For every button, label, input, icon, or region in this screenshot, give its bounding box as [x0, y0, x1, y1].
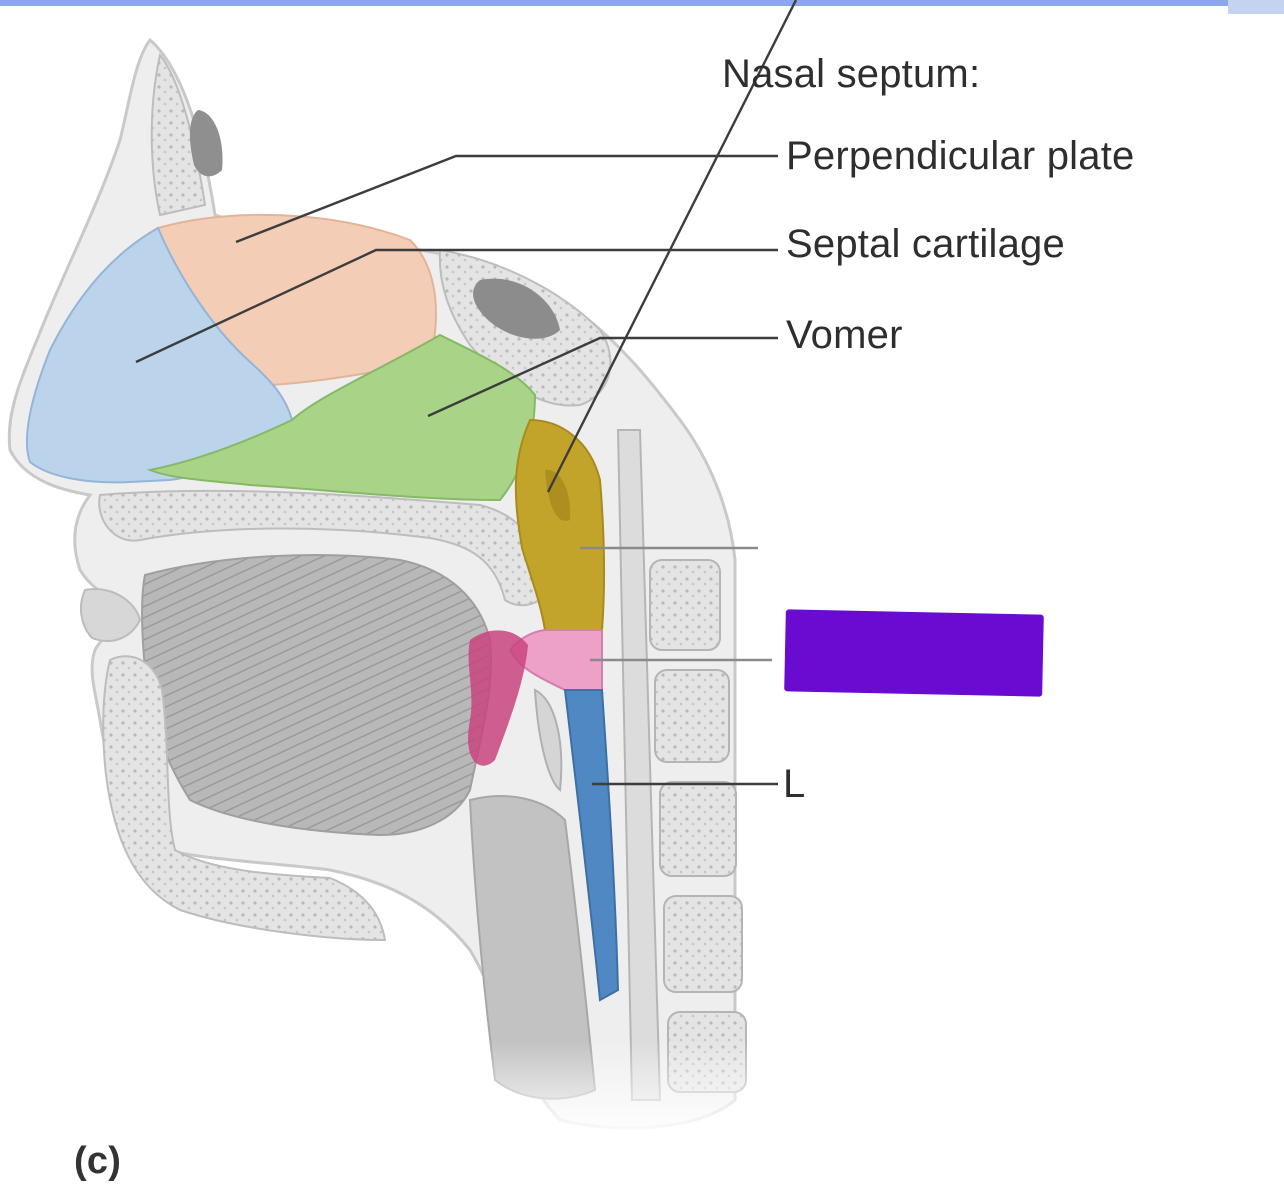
l-label: L: [783, 762, 806, 806]
upper-lip: [79, 588, 142, 642]
septal-cartilage-label: Septal cartilage: [786, 222, 1065, 266]
uvula: [468, 630, 528, 766]
mandible: [102, 655, 387, 942]
part-label: (c): [74, 1140, 122, 1182]
laryngopharynx-shape: [563, 689, 620, 1002]
vomer-label: Vomer: [786, 313, 903, 357]
frontal-sinus: [189, 110, 223, 177]
cervical-vertebrae: [649, 559, 747, 1093]
septal-cartilage-shape: [25, 226, 294, 484]
frontal-bone: [150, 52, 207, 217]
perpendicular-plate-leader: [235, 154, 778, 244]
top-rule-end: [1228, 0, 1284, 14]
septal-cartilage-leader: [135, 248, 778, 364]
vomer-shape: [146, 333, 537, 502]
tongue: [141, 554, 492, 837]
nasopharynx-fold: [545, 469, 571, 521]
heading-leader: [546, 0, 798, 493]
top-rule: [0, 0, 1284, 6]
perpendicular-plate-label: Perpendicular plate: [786, 134, 1135, 178]
nasal-septum-heading: Nasal septum:: [722, 52, 981, 96]
vomer-leader: [427, 336, 778, 418]
sphenoid-sinus: [473, 278, 560, 339]
highlight-mark: [784, 609, 1044, 697]
leader-lines: [135, 0, 798, 786]
epiglottis: [533, 688, 563, 792]
hard-palate: [98, 489, 550, 607]
